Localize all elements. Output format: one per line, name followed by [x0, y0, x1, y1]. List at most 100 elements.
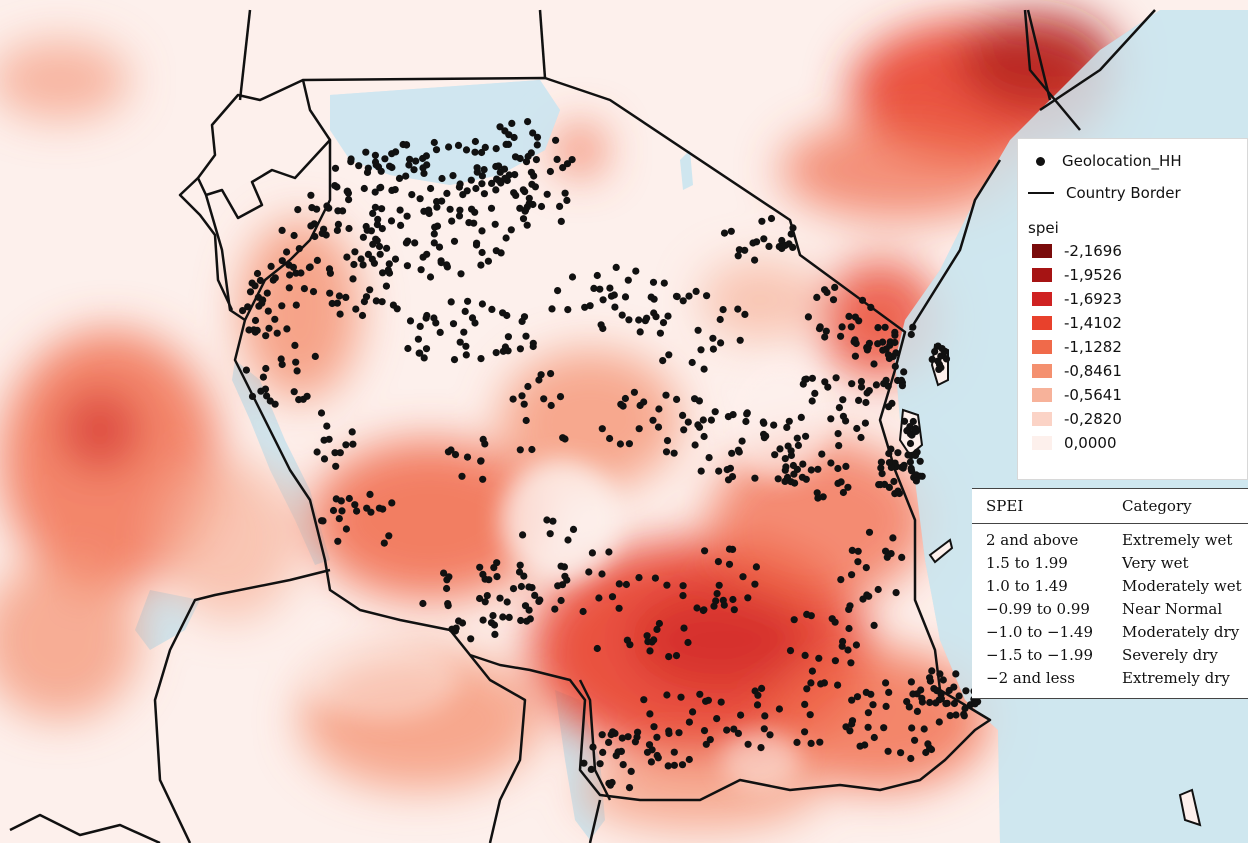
household-point[interactable]	[491, 220, 499, 228]
household-point[interactable]	[425, 206, 433, 214]
household-point[interactable]	[326, 289, 334, 297]
household-point[interactable]	[511, 153, 520, 161]
household-point[interactable]	[378, 225, 386, 233]
household-point[interactable]	[734, 729, 743, 738]
household-point[interactable]	[445, 143, 453, 151]
household-point[interactable]	[430, 239, 438, 247]
household-point[interactable]	[882, 702, 890, 711]
household-point[interactable]	[643, 314, 651, 322]
household-point[interactable]	[253, 269, 262, 278]
household-point[interactable]	[508, 119, 516, 127]
household-point[interactable]	[503, 311, 511, 320]
household-point[interactable]	[971, 700, 979, 708]
household-point[interactable]	[884, 351, 893, 359]
household-point[interactable]	[848, 380, 856, 388]
household-point[interactable]	[655, 619, 664, 628]
household-point[interactable]	[720, 229, 729, 237]
household-point[interactable]	[336, 310, 344, 318]
household-point[interactable]	[803, 685, 811, 693]
household-point[interactable]	[371, 158, 380, 166]
household-point[interactable]	[262, 332, 270, 340]
household-point[interactable]	[452, 624, 460, 632]
household-point[interactable]	[478, 180, 486, 188]
household-point[interactable]	[239, 307, 247, 315]
household-point[interactable]	[928, 667, 936, 675]
household-point[interactable]	[517, 582, 526, 591]
household-point[interactable]	[367, 508, 375, 516]
household-point[interactable]	[471, 208, 479, 216]
household-point[interactable]	[807, 679, 815, 687]
household-point[interactable]	[597, 321, 605, 329]
household-point[interactable]	[918, 694, 926, 702]
household-point[interactable]	[720, 601, 728, 609]
household-point[interactable]	[337, 497, 345, 505]
household-point[interactable]	[643, 748, 652, 756]
household-point[interactable]	[440, 569, 448, 577]
household-point[interactable]	[463, 187, 471, 195]
household-point[interactable]	[362, 293, 371, 301]
household-point[interactable]	[806, 711, 814, 719]
household-point[interactable]	[580, 759, 588, 767]
household-point[interactable]	[548, 305, 556, 313]
household-point[interactable]	[588, 549, 597, 557]
household-point[interactable]	[814, 494, 822, 502]
household-point[interactable]	[286, 271, 294, 279]
household-point[interactable]	[680, 624, 688, 632]
household-point[interactable]	[845, 312, 853, 320]
household-point[interactable]	[882, 679, 890, 687]
household-point[interactable]	[897, 376, 906, 384]
household-point[interactable]	[402, 239, 410, 247]
household-point[interactable]	[359, 233, 367, 241]
household-point[interactable]	[563, 160, 572, 168]
household-point[interactable]	[278, 257, 286, 265]
household-point[interactable]	[490, 621, 499, 629]
household-point[interactable]	[517, 616, 525, 625]
household-point[interactable]	[416, 322, 424, 330]
household-point[interactable]	[569, 525, 578, 534]
household-point[interactable]	[283, 325, 291, 333]
household-point[interactable]	[520, 400, 528, 408]
household-point[interactable]	[883, 553, 891, 561]
household-point[interactable]	[865, 339, 874, 347]
household-point[interactable]	[422, 345, 431, 353]
household-point[interactable]	[882, 376, 890, 384]
household-point[interactable]	[382, 282, 390, 290]
household-point[interactable]	[504, 140, 513, 148]
household-point[interactable]	[478, 172, 486, 180]
household-point[interactable]	[263, 392, 271, 400]
household-point[interactable]	[496, 123, 504, 131]
household-point[interactable]	[516, 345, 525, 353]
household-point[interactable]	[845, 605, 853, 614]
household-point[interactable]	[449, 172, 457, 180]
household-point[interactable]	[877, 464, 885, 472]
household-point[interactable]	[307, 191, 315, 199]
household-point[interactable]	[816, 738, 824, 746]
household-point[interactable]	[793, 738, 801, 747]
household-point[interactable]	[526, 615, 534, 623]
household-point[interactable]	[522, 332, 530, 340]
household-point[interactable]	[741, 310, 749, 318]
household-point[interactable]	[423, 311, 431, 320]
household-point[interactable]	[728, 449, 736, 457]
household-point[interactable]	[903, 427, 911, 435]
household-point[interactable]	[847, 659, 855, 667]
household-point[interactable]	[396, 206, 404, 214]
household-point[interactable]	[336, 449, 344, 457]
household-point[interactable]	[516, 446, 524, 454]
household-point[interactable]	[787, 447, 795, 455]
household-point[interactable]	[909, 690, 917, 698]
household-point[interactable]	[675, 729, 683, 737]
household-point[interactable]	[692, 287, 700, 295]
household-point[interactable]	[776, 445, 784, 453]
household-point[interactable]	[672, 652, 681, 660]
household-point[interactable]	[435, 243, 444, 251]
household-point[interactable]	[751, 687, 759, 695]
household-point[interactable]	[813, 489, 821, 497]
household-point[interactable]	[443, 261, 451, 269]
household-point[interactable]	[926, 698, 934, 707]
household-point[interactable]	[865, 387, 873, 395]
household-point[interactable]	[908, 724, 916, 732]
household-point[interactable]	[368, 255, 376, 263]
household-point[interactable]	[781, 455, 789, 463]
household-point[interactable]	[358, 311, 367, 320]
